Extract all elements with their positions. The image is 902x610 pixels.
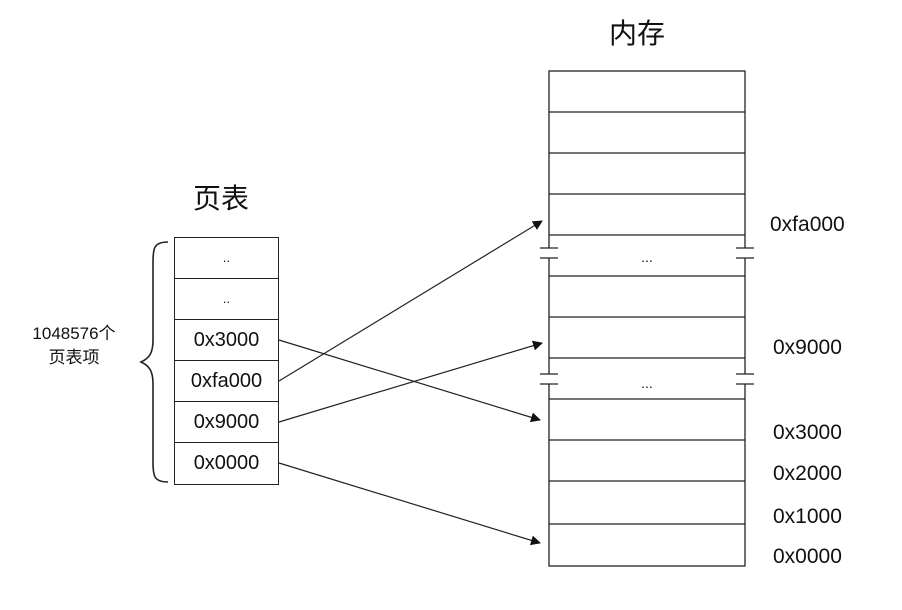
memory-outline	[548, 70, 746, 567]
entry-count-line1: 1048576个	[32, 324, 116, 343]
address-label-1000: 0x1000	[773, 505, 842, 528]
memory-gap-marker: ...	[641, 375, 653, 391]
page-table-entry: ..	[175, 238, 278, 279]
page-table: .. .. 0x3000 0xfa000 0x9000 0x0000	[174, 237, 279, 485]
page-table-entry: 0xfa000	[175, 361, 278, 402]
address-label-9000: 0x9000	[773, 336, 842, 359]
memory-column	[548, 70, 746, 567]
arrow-9000	[278, 340, 543, 423]
memory-break-markers	[540, 247, 754, 385]
memory-title: 内存	[609, 17, 666, 50]
arrow-3000	[278, 339, 541, 423]
address-label-2000: 0x2000	[773, 462, 842, 485]
page-table-entry: 0x0000	[193, 452, 260, 474]
arrow-fa000	[278, 220, 543, 382]
entries-brace	[139, 241, 169, 483]
page-table-entry: 0x9000	[175, 402, 278, 443]
address-label-0000: 0x0000	[773, 545, 842, 568]
mapping-arrows	[278, 220, 543, 546]
address-label-fa000: 0xfa000	[770, 213, 845, 236]
entry-count-line2: 页表项	[48, 348, 100, 367]
page-table-entry: 0x3000	[175, 320, 278, 361]
arrow-0000	[278, 462, 541, 546]
memory-gap-marker: ...	[641, 249, 653, 265]
address-label-3000: 0x3000	[773, 421, 842, 444]
entry-count-label: 1048576个 页表项	[10, 322, 138, 370]
page-table-entry: ..	[175, 279, 278, 320]
page-table-title: 页表	[193, 182, 250, 215]
